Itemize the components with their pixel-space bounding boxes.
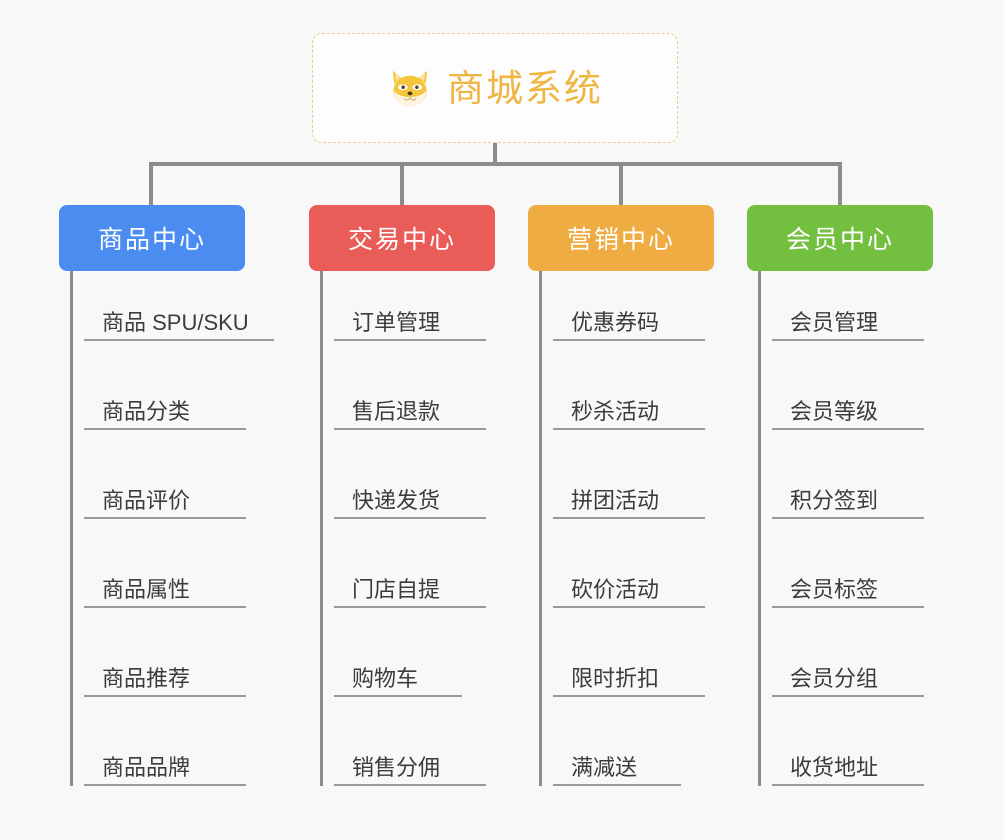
leaf-label: 销售分佣 [352,754,441,780]
leaf-item[interactable]: 商品推荐 [84,608,246,697]
leaf-label: 会员管理 [790,309,879,335]
leaf-item[interactable]: 售后退款 [334,341,486,430]
leaf-label: 商品属性 [102,576,191,602]
leaf-item[interactable]: 商品 SPU/SKU [84,271,274,341]
leaf-label: 限时折扣 [571,665,660,691]
shiba-dog-icon [392,70,428,106]
leaf-item[interactable]: 会员等级 [772,341,924,430]
leaf-label: 商品评价 [102,487,191,513]
leaf-item[interactable]: 会员管理 [772,271,924,341]
leaf-item[interactable]: 商品属性 [84,519,246,608]
leaf-item[interactable]: 收货地址 [772,697,924,786]
connector-drop-2 [400,162,404,206]
leaf-item[interactable]: 满减送 [553,697,681,786]
root-title: 商城系统 [447,67,603,109]
category-header-label: 交易中心 [347,226,456,254]
leaf-label: 商品品牌 [102,754,191,780]
category-header-trade[interactable]: 交易中心 [309,205,495,271]
leaf-label: 订单管理 [352,309,441,335]
leaf-label: 满减送 [571,754,638,780]
leaf-item[interactable]: 会员标签 [772,519,924,608]
category-header-marketing[interactable]: 营销中心 [528,205,714,271]
leaf-label: 商品推荐 [102,665,191,691]
category-column-member: 会员中心 会员管理 会员等级 积分签到 会员标签 会员分组 收货地址 [747,205,933,786]
connector-drop-4 [838,162,842,206]
leaf-label: 秒杀活动 [571,398,660,424]
leaf-label: 会员等级 [790,398,879,424]
leaf-list-trade: 订单管理 售后退款 快递发货 门店自提 购物车 销售分佣 [320,271,495,786]
root-node[interactable]: 商城系统 [312,33,678,143]
leaf-item[interactable]: 拼团活动 [553,430,705,519]
leaf-list-product: 商品 SPU/SKU 商品分类 商品评价 商品属性 商品推荐 商品品牌 [70,271,274,786]
category-column-trade: 交易中心 订单管理 售后退款 快递发货 门店自提 购物车 销售分佣 [309,205,495,786]
leaf-list-member: 会员管理 会员等级 积分签到 会员标签 会员分组 收货地址 [758,271,933,786]
leaf-item[interactable]: 优惠券码 [553,271,705,341]
category-column-marketing: 营销中心 优惠券码 秒杀活动 拼团活动 砍价活动 限时折扣 满减送 [528,205,714,786]
leaf-item[interactable]: 门店自提 [334,519,486,608]
category-column-product: 商品中心 商品 SPU/SKU 商品分类 商品评价 商品属性 商品推荐 商品品牌 [59,205,274,786]
leaf-item[interactable]: 砍价活动 [553,519,705,608]
leaf-label: 购物车 [352,665,419,691]
leaf-item[interactable]: 秒杀活动 [553,341,705,430]
connector-drop-3 [619,162,623,206]
category-header-label: 营销中心 [566,226,675,254]
leaf-item[interactable]: 订单管理 [334,271,486,341]
leaf-list-marketing: 优惠券码 秒杀活动 拼团活动 砍价活动 限时折扣 满减送 [539,271,714,786]
leaf-label: 积分签到 [790,487,879,513]
leaf-label: 商品 SPU/SKU [102,309,249,335]
connector-drop-1 [149,162,153,206]
leaf-item[interactable]: 销售分佣 [334,697,486,786]
category-header-label: 商品中心 [97,226,206,254]
leaf-item[interactable]: 快递发货 [334,430,486,519]
leaf-item[interactable]: 商品品牌 [84,697,246,786]
leaf-label: 优惠券码 [571,309,660,335]
leaf-label: 会员标签 [790,576,879,602]
leaf-item[interactable]: 商品评价 [84,430,246,519]
connector-horizontal-bus [149,162,842,166]
leaf-label: 收货地址 [790,754,879,780]
leaf-label: 门店自提 [352,576,441,602]
category-header-label: 会员中心 [785,226,894,254]
leaf-item[interactable]: 限时折扣 [553,608,705,697]
leaf-item[interactable]: 积分签到 [772,430,924,519]
leaf-label: 砍价活动 [571,576,660,602]
category-header-member[interactable]: 会员中心 [747,205,933,271]
leaf-label: 拼团活动 [571,487,660,513]
leaf-label: 快递发货 [352,487,441,513]
leaf-item[interactable]: 购物车 [334,608,462,697]
leaf-item[interactable]: 会员分组 [772,608,924,697]
connector-root-stem [493,143,497,165]
leaf-item[interactable]: 商品分类 [84,341,246,430]
leaf-label: 会员分组 [790,665,879,691]
category-header-product[interactable]: 商品中心 [59,205,245,271]
leaf-label: 售后退款 [352,398,441,424]
leaf-label: 商品分类 [102,398,191,424]
